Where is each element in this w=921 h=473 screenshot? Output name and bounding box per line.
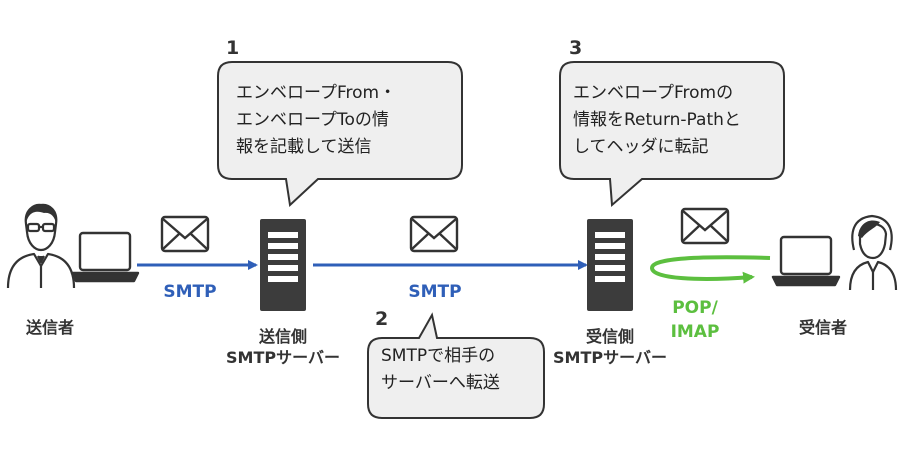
envelope-icon-1	[160, 215, 210, 253]
smtp-label-1: SMTP	[163, 282, 217, 302]
step-3-number: 3	[569, 37, 583, 59]
receiver-label: 受信者	[798, 318, 847, 337]
sending-server-icon	[260, 219, 306, 311]
envelope-icon-3	[680, 207, 730, 245]
step-3-text: エンベロープFromの 情報をReturn-Pathと してヘッダに転記	[573, 83, 741, 157]
receiving-server-label: 受信側 SMTPサーバー	[553, 327, 667, 367]
step-1-number: 1	[226, 37, 240, 59]
receiving-server-icon	[587, 219, 633, 311]
pop-imap-arrow	[649, 255, 771, 284]
receiver-laptop-icon	[771, 235, 841, 287]
step-2-number: 2	[375, 308, 389, 330]
envelope-icon-2	[409, 215, 459, 253]
speech-bubble-3	[559, 61, 785, 208]
pop-imap-label: POP/ IMAP	[670, 298, 720, 342]
sender-laptop-icon	[70, 231, 140, 283]
step-1-text: エンベロープFrom・ エンベロープToの情 報を記載して送信	[236, 83, 397, 157]
sender-person-icon	[6, 203, 76, 289]
sender-label: 送信者	[25, 318, 74, 337]
smtp-label-2: SMTP	[408, 282, 462, 302]
receiver-person-icon	[848, 214, 898, 291]
step-2-text: SMTPで相手の サーバーへ転送	[381, 346, 500, 393]
speech-bubble-1	[217, 61, 463, 208]
sending-server-label: 送信側 SMTPサーバー	[226, 327, 340, 367]
speech-bubble-2	[367, 312, 545, 419]
